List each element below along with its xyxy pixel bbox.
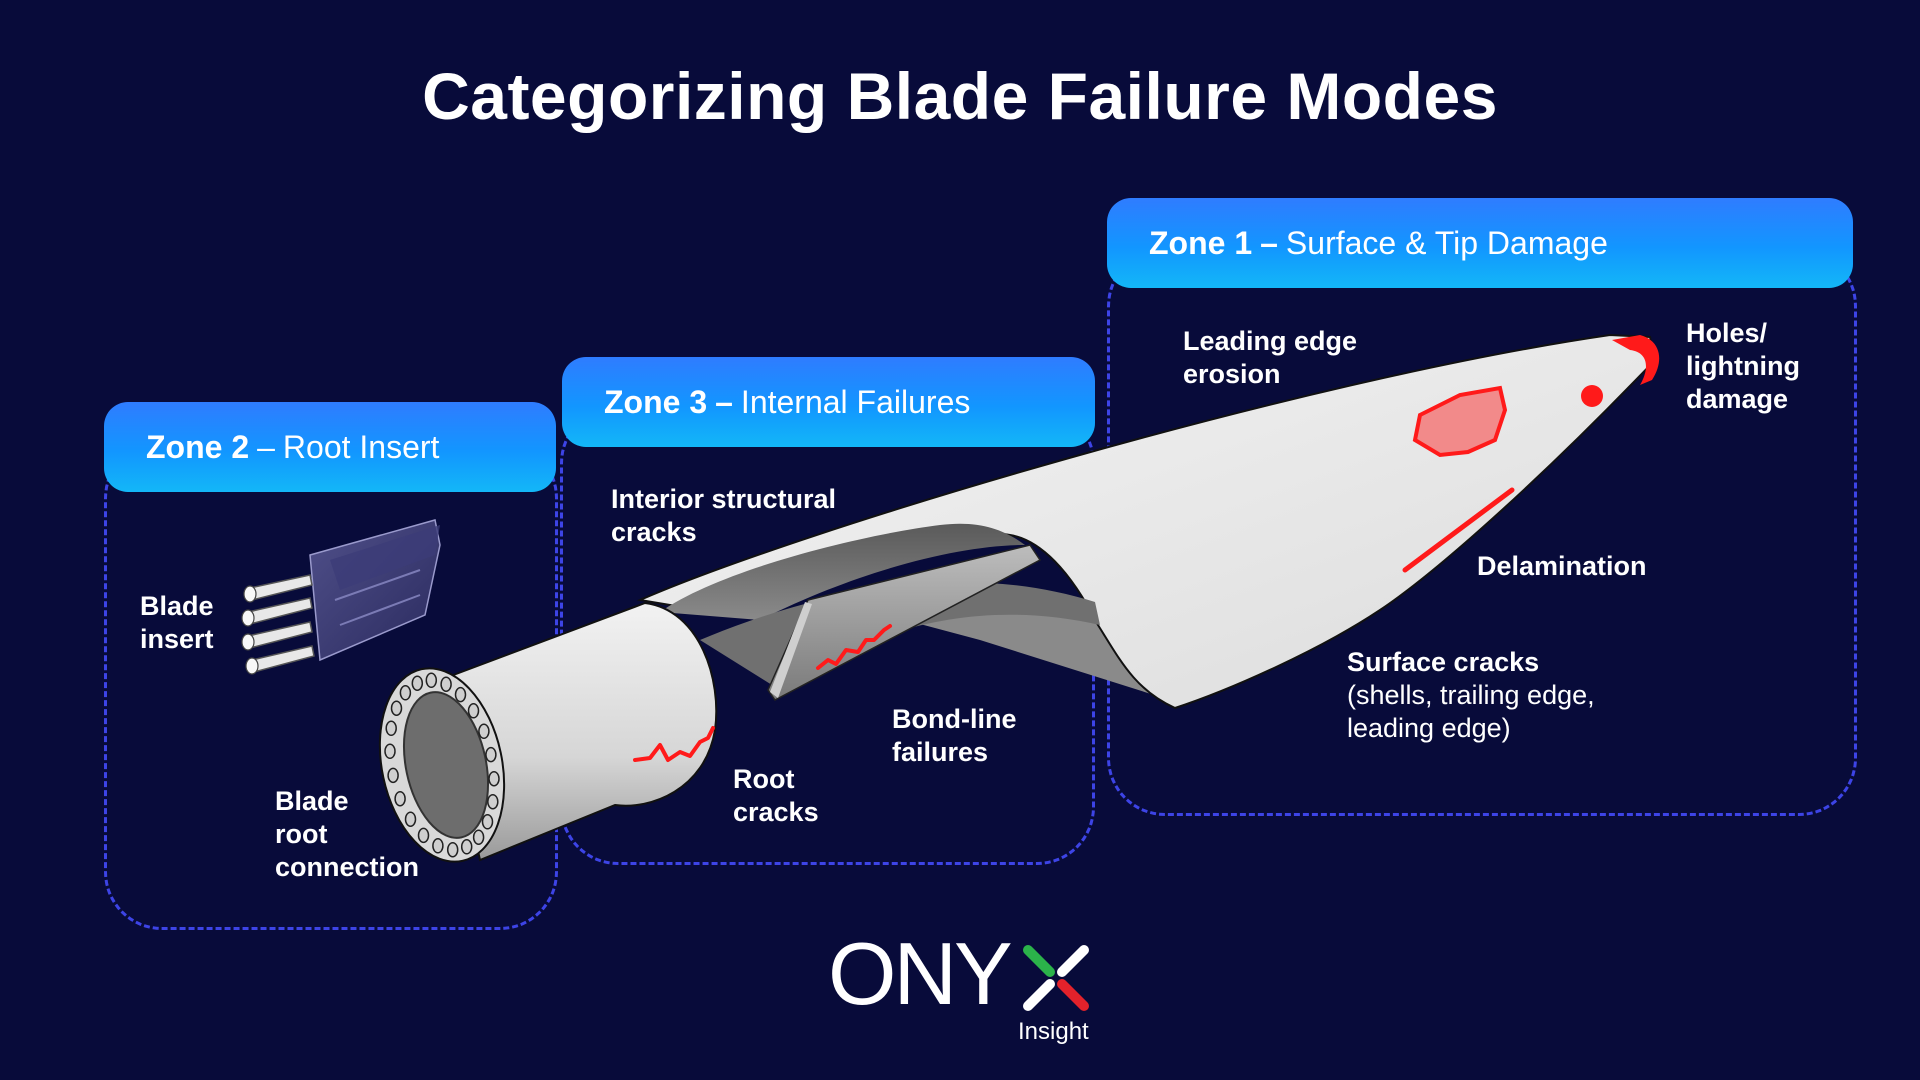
logo-tagline: Insight [1018,1018,1089,1045]
root-bolt [440,676,452,692]
zone-1-subtitle: Surface & Tip Damage [1285,224,1608,261]
label-surface-cracks: Surface cracks [1347,647,1540,677]
interior-crack [816,624,892,670]
root-bolt [485,746,497,763]
zone-3-header: Zone 3 – Internal Failures [562,357,1095,447]
erosion-patch [1412,385,1508,458]
delamination-line [1402,487,1515,573]
zone-1-separator: – [1260,224,1278,261]
label-leading-edge-erosion: Leading edge erosion [1183,326,1358,389]
root-bolt [454,686,467,703]
zone-3-name: Zone 3 [604,383,708,420]
page-title: Categorizing Blade Failure Modes [422,59,1498,133]
label-blade-root-connection: Blade root connection [275,786,420,882]
zone-1-name: Zone 1 [1149,224,1253,261]
root-bolt [460,839,473,855]
damage-markings [633,487,1515,762]
logo-wordmark: ONY [828,924,1013,1023]
root-bolt [467,703,480,719]
label-holes-lightning-damage: Holes/ lightning damage [1686,318,1800,414]
root-bolt [417,827,430,844]
root-bolt [411,675,424,691]
root-bolt-ring [384,672,500,858]
root-cylinder [438,601,718,862]
onyx-insight-logo: ONY Insight [828,930,1098,1050]
zone-3-separator: – [715,383,733,420]
root-bolt [404,811,417,827]
root-bore [402,691,490,839]
lightning-hole [1581,385,1603,407]
label-blade-insert: Blade insert [140,591,214,654]
root-bolt [446,841,459,858]
root-bolt [425,672,438,689]
zone-1-header: Zone 1 – Surface & Tip Damage [1107,198,1853,288]
root-bolt [487,793,499,810]
root-bolt [478,723,490,740]
root-bolt [385,720,397,737]
zone-2-separator: – [257,428,275,465]
root-bolt [432,838,444,854]
blade-cavity [660,523,1025,620]
zone-2-name: Zone 2 [146,428,250,465]
tip-damage [1612,335,1660,385]
root-bolt [390,700,403,716]
zone-2-subtitle: Root Insert [282,428,440,465]
label-bond-line-failures: Bond-line failures [892,704,1017,767]
root-bolt [472,829,485,845]
blade-underside [905,600,1170,700]
logo-x-mark [1023,945,1089,1011]
root-bolt [384,743,396,760]
shear-web-edge [770,602,812,698]
label-delamination: Delamination [1477,551,1647,581]
label-interior-structural-cracks: Interior structural cracks [611,484,837,547]
root-bolt [394,790,406,807]
label-root-cracks: Root cracks [733,764,819,827]
root-crack [633,726,715,762]
root-bolt [481,814,494,830]
root-bolt [387,767,399,784]
zone-3-subtitle: Internal Failures [740,383,971,420]
root-bolt [399,685,412,701]
zone-2-header: Zone 2 – Root Insert [104,402,556,492]
label-surface-cracks-detail: (shells, trailing edge, leading edge) [1347,680,1595,743]
root-bolt [488,770,500,787]
blade-insert-part [241,519,441,675]
